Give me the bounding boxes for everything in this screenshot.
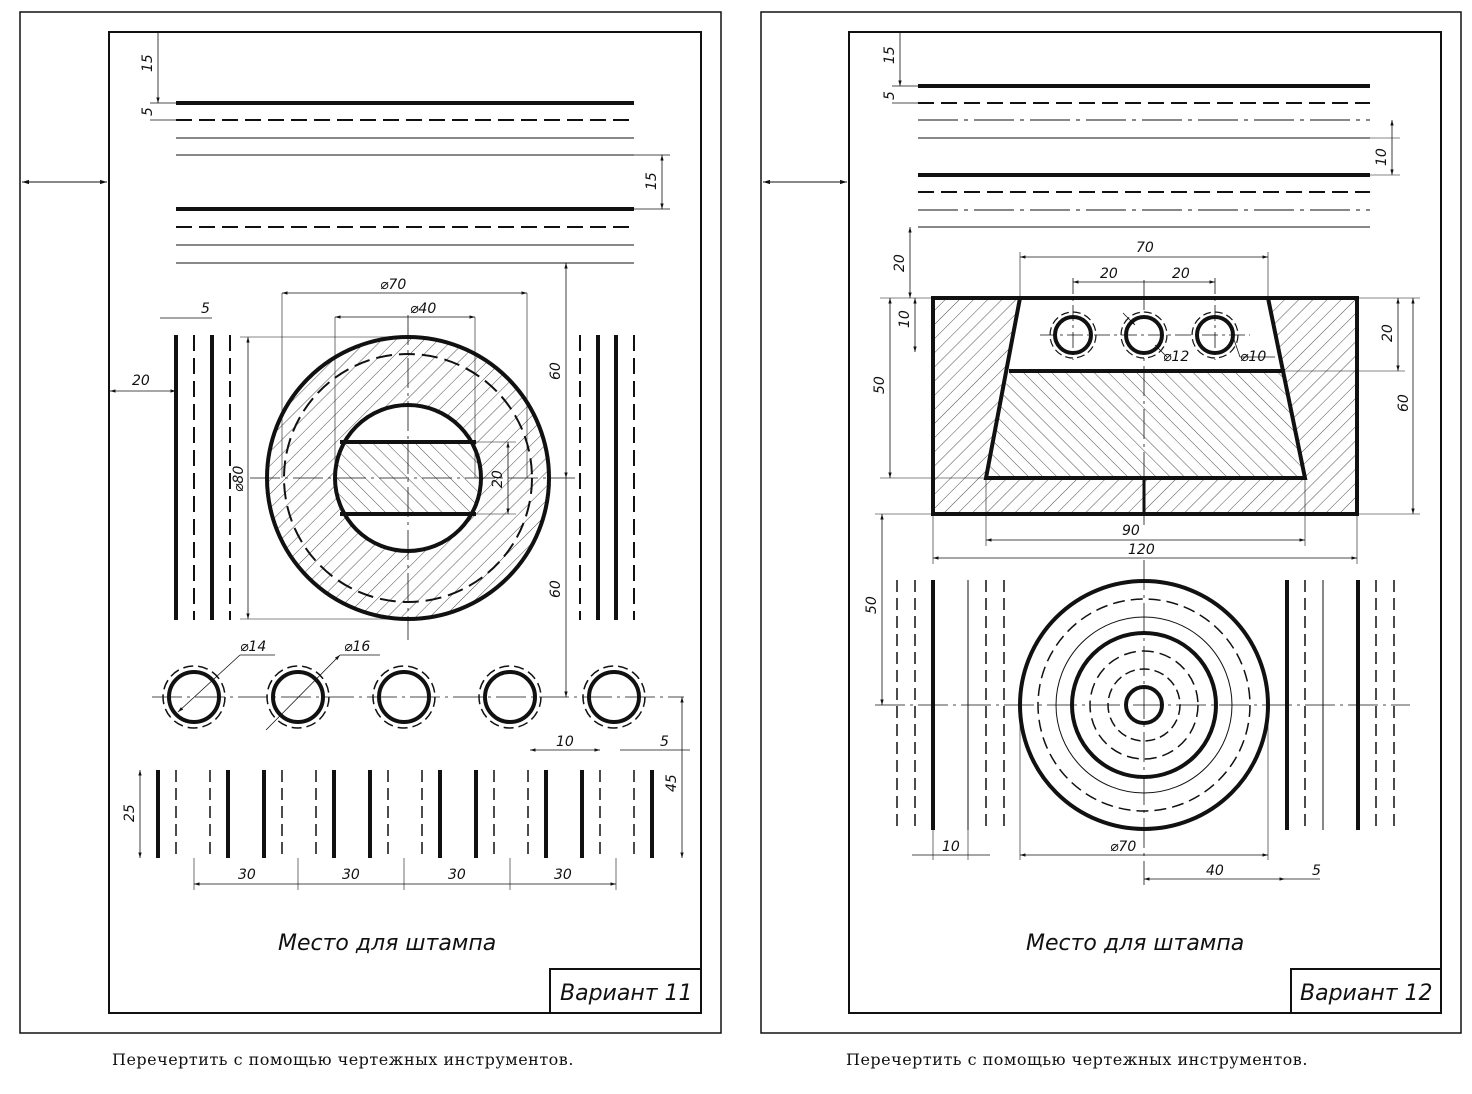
dim-label: 15 (644, 172, 660, 190)
dim-label: 15 (882, 46, 898, 64)
dim-label: 5 (201, 301, 210, 317)
dim-label: 20 (892, 254, 908, 272)
dim-label: 5 (140, 107, 156, 116)
vertical-line-samples (110, 317, 635, 620)
dim-label: 50 (864, 596, 880, 614)
dim-label: 40 (1206, 863, 1224, 879)
dim-label: 20 (1172, 266, 1190, 282)
dim-label: ⌀14 (240, 639, 266, 655)
dim-label: ⌀40 (410, 301, 436, 317)
dim-label: ⌀70 (380, 277, 406, 293)
dim-label: 5 (1312, 863, 1321, 879)
dim-label: ⌀70 (1110, 839, 1136, 855)
small-circles-row (152, 654, 684, 731)
dim-label: 5 (660, 734, 669, 750)
short-segments-row (138, 697, 690, 890)
dim-label: 60 (1396, 394, 1412, 412)
dim-label: 70 (1136, 240, 1154, 256)
vertical-line-samples-right (896, 580, 1395, 860)
dim-label: ⌀80 (231, 466, 247, 492)
dim-label: 20 (490, 470, 506, 488)
dim-label: 30 (554, 867, 572, 883)
variant-box-left (549, 968, 702, 1014)
circle-section-view (240, 263, 575, 697)
dim-label: 20 (132, 373, 150, 389)
dim-label: 5 (882, 91, 898, 100)
dim-label: ⌀10 (1240, 349, 1266, 365)
left-sheet: 15 5 15 5 20 ⌀70 ⌀40 ⌀80 20 60 60 ⌀14 ⌀1… (19, 11, 722, 1034)
caption-right: Перечертить с помощью чертежных инструме… (846, 1050, 1308, 1069)
dim-label: ⌀12 (1163, 349, 1189, 365)
dim-label: 90 (1122, 523, 1140, 539)
line-samples-top (150, 32, 670, 264)
concentric-circles-view (875, 513, 1410, 885)
dim-label: 25 (122, 804, 138, 822)
caption-left: Перечертить с помощью чертежных инструме… (112, 1050, 574, 1069)
dim-label: 20 (1100, 266, 1118, 282)
dim-label: 50 (872, 376, 888, 394)
dim-label: 30 (448, 867, 466, 883)
stamp-place-label: Место для штампа (1026, 931, 1244, 956)
variant-box-right (1290, 968, 1442, 1014)
dim-label: 10 (942, 839, 960, 855)
dim-label: 15 (140, 54, 156, 72)
dim-label: 10 (556, 734, 574, 750)
line-samples-top-right (892, 32, 1400, 228)
dim-label: 20 (1380, 324, 1396, 342)
variant-label: Вариант 12 (1300, 981, 1433, 1006)
dim-label: 60 (548, 362, 564, 380)
dim-label: 10 (897, 310, 913, 328)
dim-label: 45 (664, 774, 680, 792)
dim-label: ⌀16 (344, 639, 370, 655)
dim-label: 30 (342, 867, 360, 883)
front-section-view (880, 227, 1420, 564)
dim-label: 120 (1128, 542, 1155, 558)
dim-label: 10 (1374, 148, 1390, 166)
dim-label: 30 (238, 867, 256, 883)
variant-label: Вариант 11 (560, 981, 693, 1006)
stamp-place-label: Место для штампа (278, 931, 496, 956)
right-sheet: 15 5 10 20 70 20 20 10 50 ⌀12 ⌀10 20 60 … (760, 11, 1462, 1034)
dim-label: 60 (548, 580, 564, 598)
